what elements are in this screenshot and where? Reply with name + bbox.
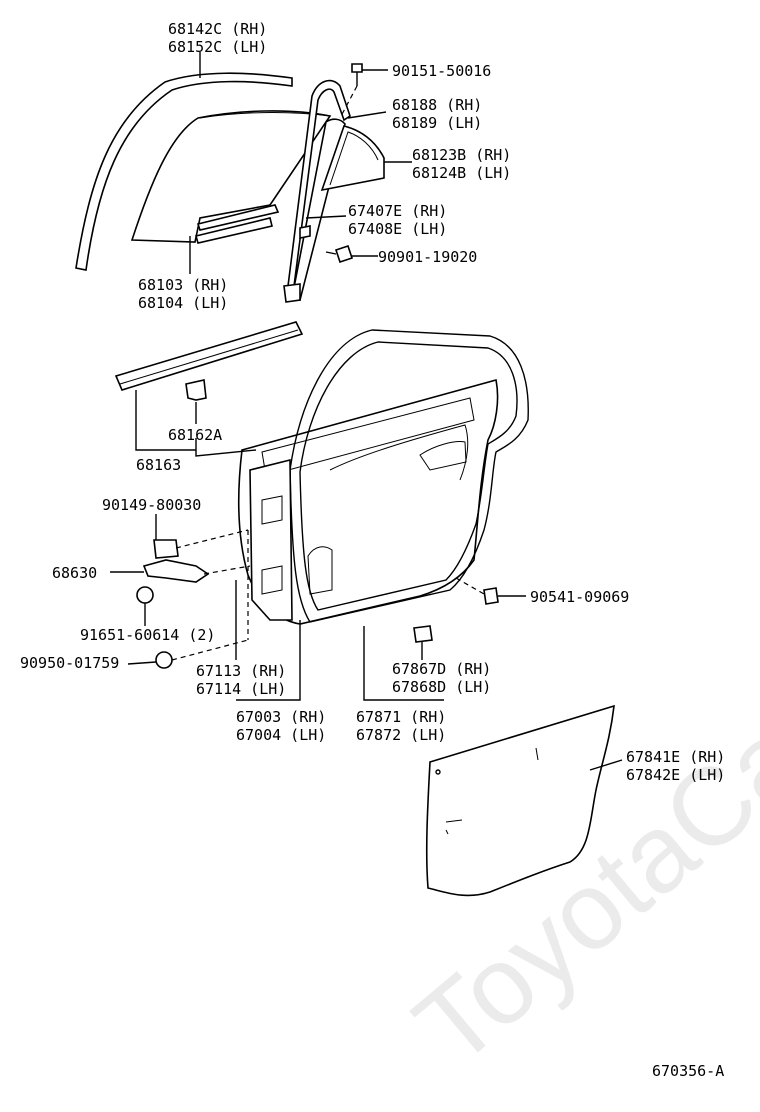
label-90950: 90950-01759 [20,654,119,672]
hole-cover-part [425,704,615,897]
quarter-glass-part [320,125,385,192]
belt-molding-part [114,321,304,401]
clip-90541-part [455,577,499,605]
glass-weatherstrip-part [75,72,293,271]
label-67408e: 67408E (LH) [348,220,447,238]
door-glass-part [130,110,332,244]
label-68163: 68163 [136,456,181,474]
label-68152c: 68152C (LH) [168,38,267,56]
label-90541: 90541-09069 [530,588,629,606]
door-check-part [136,529,251,669]
label-67004: 67004 (LH) [236,726,326,744]
label-90151: 90151-50016 [392,62,491,80]
leader-lines [110,52,623,771]
label-68104: 68104 (LH) [138,294,228,312]
label-68162a: 68162A [168,426,222,444]
label-67841e: 67841E (RH) [626,748,725,766]
door-panel-part [237,379,499,625]
label-67842e: 67842E (LH) [626,766,725,784]
label-68123b: 68123B (RH) [412,146,511,164]
door-weatherstrip-part [289,329,529,623]
label-67114: 67114 (LH) [196,680,286,698]
figure-code: 670356-A [652,1062,724,1080]
label-90901: 90901-19020 [378,248,477,266]
label-67113: 67113 (RH) [196,662,286,680]
label-68103: 68103 (RH) [138,276,228,294]
label-91651: 91651-60614 (2) [80,626,215,644]
label-68189: 68189 (LH) [392,114,482,132]
label-67003: 67003 (RH) [236,708,326,726]
label-67407e: 67407E (RH) [348,202,447,220]
clip-90901-part [325,244,354,264]
label-68142c: 68142C (RH) [168,20,267,38]
label-90149: 90149-80030 [102,496,201,514]
label-68124b: 68124B (LH) [412,164,511,182]
label-67868d: 67868D (LH) [392,678,491,696]
label-68188: 68188 (RH) [392,96,482,114]
screw-90151-part [339,63,363,119]
label-68630: 68630 [52,564,97,582]
label-67867d: 67867D (RH) [392,660,491,678]
label-67871: 67871 (RH) [356,708,446,726]
label-67872: 67872 (LH) [356,726,446,744]
clip-67867d-part [413,625,433,656]
hinge-part [249,458,293,621]
